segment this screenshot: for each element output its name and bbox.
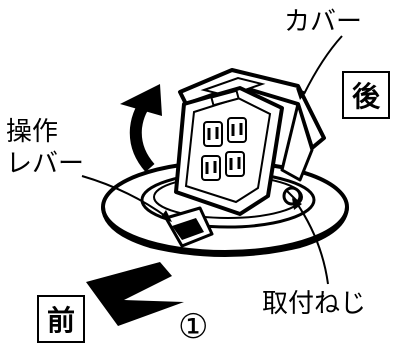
front-arrow: [86, 262, 184, 326]
rear-label-box: 後: [342, 71, 390, 119]
leader-lines: [81, 35, 343, 285]
mount-screw-graphic: [282, 186, 302, 206]
receptacle-slots: [201, 117, 247, 181]
front-label: 前: [47, 304, 75, 337]
mount-screw-label: 取付ねじ: [262, 289, 366, 319]
lever-label-line1: 操作: [6, 117, 58, 147]
cover-leader: [303, 35, 343, 95]
rear-label: 後: [352, 80, 381, 113]
lever-leader: [81, 175, 169, 219]
cover-label: カバー: [284, 7, 362, 37]
operation-lever: [164, 206, 214, 248]
lever-label-line2: レバー: [6, 149, 84, 179]
rotation-arrow: [120, 84, 162, 172]
step-number: ①: [178, 307, 208, 347]
front-label-box: 前: [37, 295, 85, 343]
screw-leader: [295, 201, 329, 285]
